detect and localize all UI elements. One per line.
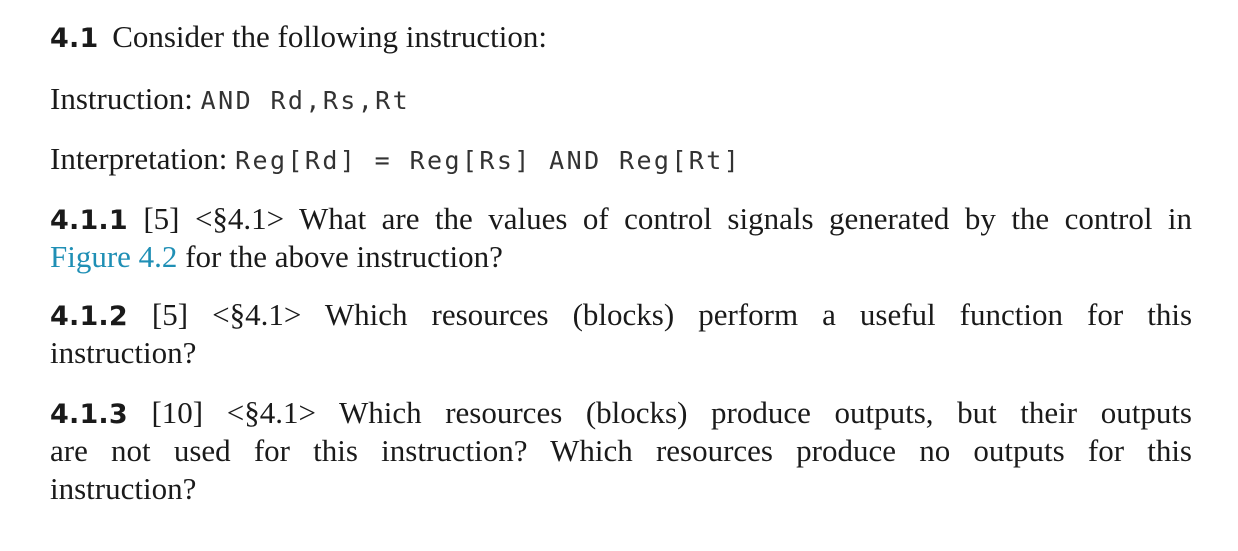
question-section: <§4.1> — [226, 395, 316, 430]
question-4-1-2-line-2: instruction? — [50, 336, 196, 370]
question-section: <§4.1> — [194, 201, 285, 236]
question-points: [5] — [151, 297, 189, 332]
interpretation-code: Reg[Rd] = Reg[Rs] AND Reg[Rt] — [235, 146, 742, 175]
question-text: for the above instruction? — [185, 239, 503, 274]
question-4-1-3-line-3: instruction? — [50, 472, 196, 506]
instruction-line: Instruction: AND Rd,Rs,Rt — [50, 82, 410, 118]
exercise-number: 4.1 — [50, 23, 99, 54]
interpretation-line: Interpretation: Reg[Rd] = Reg[Rs] AND Re… — [50, 142, 741, 178]
figure-link[interactable]: Figure 4.2 — [50, 239, 178, 274]
question-text: What are the values of control signals g… — [299, 201, 1192, 236]
question-4-1-2-line-1: 4.1.2 [5] <§4.1> Which resources (blocks… — [50, 298, 1192, 334]
question-4-1-3-line-1: 4.1.3 [10] <§4.1> Which resources (block… — [50, 396, 1192, 432]
question-points: [10] — [151, 395, 204, 430]
question-4-1-1-line-2: Figure 4.2 for the above instruction? — [50, 240, 503, 274]
question-points: [5] — [143, 201, 180, 236]
question-text: instruction? — [50, 335, 197, 370]
question-section: <§4.1> — [212, 297, 302, 332]
question-text: are not used for this instruction? Which… — [50, 433, 1192, 468]
instruction-code: AND Rd,Rs,Rt — [200, 86, 411, 115]
interpretation-label: Interpretation: — [50, 141, 228, 176]
instruction-label: Instruction: — [50, 81, 193, 116]
question-number: 4.1.3 — [50, 399, 128, 430]
question-text: instruction? — [50, 471, 197, 506]
question-number: 4.1.2 — [50, 301, 128, 332]
question-text: Which resources (blocks) perform a usefu… — [324, 297, 1193, 332]
question-4-1-1-line-1: 4.1.1 [5] <§4.1> What are the values of … — [50, 202, 1192, 238]
exercise-heading: 4.1 Consider the following instruction: — [50, 20, 547, 56]
question-number: 4.1.1 — [50, 205, 128, 236]
exercise-prompt: Consider the following instruction: — [112, 19, 548, 54]
question-text: Which resources (blocks) produce outputs… — [338, 395, 1192, 430]
question-4-1-3-line-2: are not used for this instruction? Which… — [50, 434, 1192, 468]
